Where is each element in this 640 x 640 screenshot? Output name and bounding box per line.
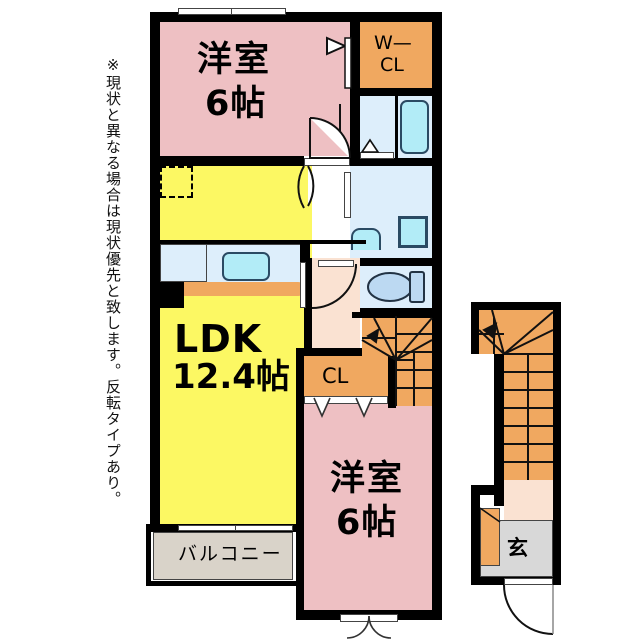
room-bedroom-south (304, 404, 432, 610)
indoor-stair-run (396, 316, 432, 406)
wall-stair-west (388, 356, 396, 408)
kitchen-sink (222, 252, 270, 281)
balcony (153, 532, 293, 580)
entrance-door (504, 578, 553, 585)
ext-stair-frame-right (553, 302, 561, 585)
wcl-label-line2: CL (380, 54, 404, 76)
outdoor-stair-run (504, 354, 553, 480)
room-toilet (360, 266, 432, 308)
washing-machine-space (398, 216, 428, 248)
wall-bedroom-south-west (296, 404, 304, 620)
wall-kitchen-back (150, 240, 366, 244)
entrance-label: 玄 (507, 536, 528, 560)
door-hall-to-ldk (300, 262, 306, 308)
ext-stair-frame-left-bottom (471, 485, 480, 585)
bathtub (400, 100, 429, 154)
ldk-size: 12.4帖 (172, 357, 290, 397)
shoe-cabinet (480, 508, 500, 566)
ldk-label: LDK (174, 317, 263, 361)
balcony-label: バルコニー (178, 543, 283, 565)
room-ldk (160, 166, 304, 524)
door-ldk-north (304, 158, 350, 166)
ext-stair-frame-left-upper (471, 302, 479, 354)
bedroom-south-label: 洋室 (330, 459, 405, 499)
door-bathroom (360, 152, 394, 159)
kitchen-bar-counter (183, 282, 305, 296)
wall-closet-left (296, 348, 304, 408)
window-bedroom-south (340, 614, 398, 622)
wall-hall-west (304, 258, 312, 366)
wall-balcony-bottom (146, 581, 296, 586)
wall-bedroom-south (150, 156, 304, 166)
closet-door (304, 396, 388, 404)
closet-label: CL (322, 364, 349, 388)
window-bedroom-north (178, 8, 232, 15)
window-bedroom-north-2 (231, 8, 286, 15)
exterior-wall-top (150, 12, 442, 22)
wall-balcony-left (146, 524, 151, 586)
balcony-sliding-door (178, 525, 236, 531)
ceiling-hatch-icon (160, 166, 193, 198)
ext-stair-frame-left-lower (471, 485, 504, 495)
outdoor-stair-winder (479, 310, 553, 354)
room-closet (304, 356, 388, 396)
disclaimer-note: ※現状と異なる場合は現状優先と致します。反転タイプあり。 (104, 56, 122, 507)
balcony-sliding-door-2 (235, 525, 293, 531)
bedroom-north-size: 6帖 (205, 84, 267, 124)
wall-closet-top (296, 348, 396, 356)
wall-kitchen-lowleft (150, 282, 184, 308)
room-walk-in-closet (360, 22, 432, 88)
door-washroom (344, 172, 351, 218)
wall-bedroom-east (350, 12, 360, 158)
room-ldk-upper-ext (304, 166, 312, 258)
bedroom-south-size: 6帖 (336, 503, 398, 543)
wall-stair-north (352, 312, 442, 318)
wall-washroom-south (350, 258, 442, 266)
wash-basin (351, 228, 381, 250)
wall-wcl-south (350, 88, 442, 96)
ext-stair-frame-top (471, 302, 561, 310)
door-toilet (318, 260, 354, 267)
wcl-label-line1: W— (374, 32, 412, 54)
wall-bathroom-south (350, 158, 442, 166)
exterior-wall-left (150, 12, 160, 524)
ext-stair-frame-left-mid (494, 354, 504, 506)
wall-bathroom-mid (395, 96, 398, 158)
bedroom-north-label: 洋室 (197, 40, 272, 80)
